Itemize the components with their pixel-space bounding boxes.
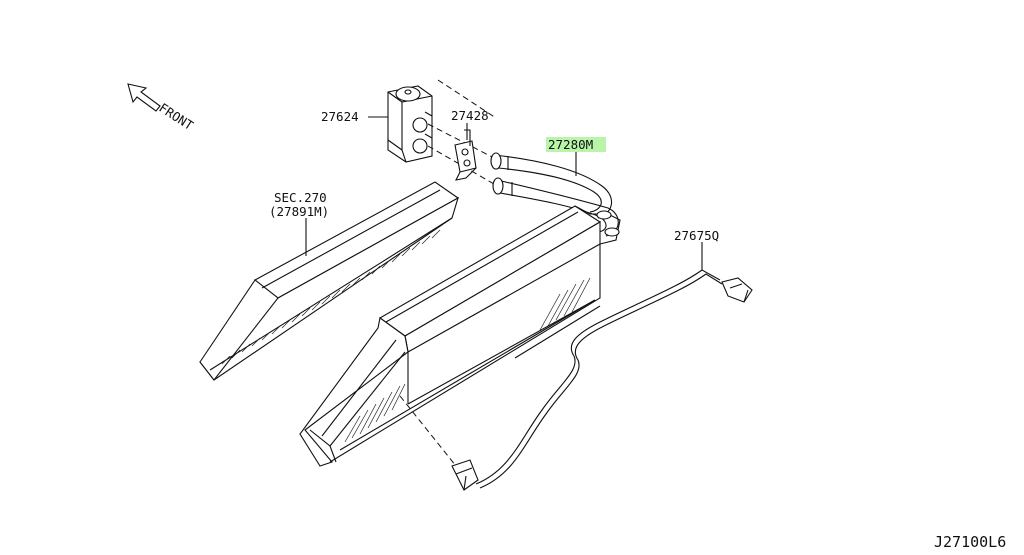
highlight-27280M	[546, 137, 606, 152]
label-27428: 27428	[451, 108, 489, 123]
valve-to-bracket-dash	[427, 123, 499, 161]
valve-to-bracket-dash-2	[427, 145, 495, 185]
front-label: FRONT	[156, 100, 196, 133]
thermo-sensor	[399, 269, 753, 491]
label-27280M: 27280M	[548, 137, 593, 152]
air-filter	[199, 181, 460, 381]
expansion-valve	[387, 85, 433, 163]
label-sec270-part: (27891M)	[269, 204, 329, 219]
label-27624: 27624	[321, 109, 359, 124]
evaporator-core	[299, 205, 621, 467]
diagram-id: J27100L6	[934, 533, 1006, 551]
label-27675Q: 27675Q	[674, 228, 719, 243]
valve-to-hose-dash	[437, 79, 497, 119]
bracket	[454, 129, 477, 181]
hose-assembly	[490, 152, 619, 237]
label-sec270: SEC.270	[274, 190, 327, 205]
front-arrow-icon	[127, 83, 161, 112]
